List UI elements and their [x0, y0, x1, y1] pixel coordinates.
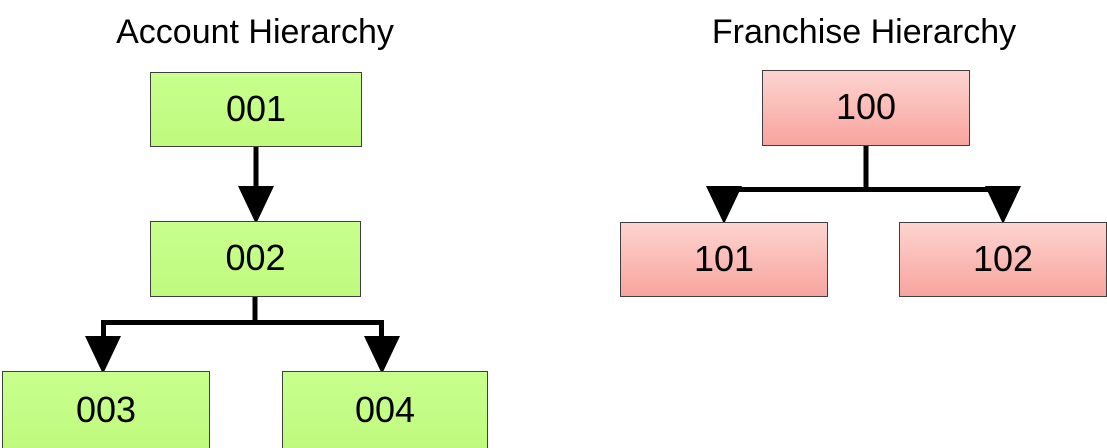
node-franchise-101[interactable]: 101 [620, 222, 828, 297]
node-label: 004 [354, 388, 416, 430]
node-account-001[interactable]: 001 [150, 72, 362, 147]
node-account-004[interactable]: 004 [282, 371, 488, 448]
node-label: 102 [972, 237, 1034, 279]
node-franchise-102[interactable]: 102 [899, 222, 1107, 297]
node-label: 001 [225, 87, 287, 129]
account-hierarchy-title: Account Hierarchy [116, 13, 394, 51]
node-account-002[interactable]: 002 [150, 221, 361, 297]
node-label: 002 [225, 237, 286, 278]
edge-100-to-children [706, 146, 1021, 224]
node-label: 003 [75, 388, 137, 430]
edge-002-to-children [85, 297, 400, 374]
node-label: 101 [693, 237, 755, 279]
node-account-003[interactable]: 003 [2, 371, 210, 448]
node-franchise-100[interactable]: 100 [762, 70, 970, 146]
edge-001-to-002 [238, 147, 274, 224]
node-label: 100 [835, 86, 897, 127]
franchise-hierarchy-title: Franchise Hierarchy [711, 13, 1017, 51]
